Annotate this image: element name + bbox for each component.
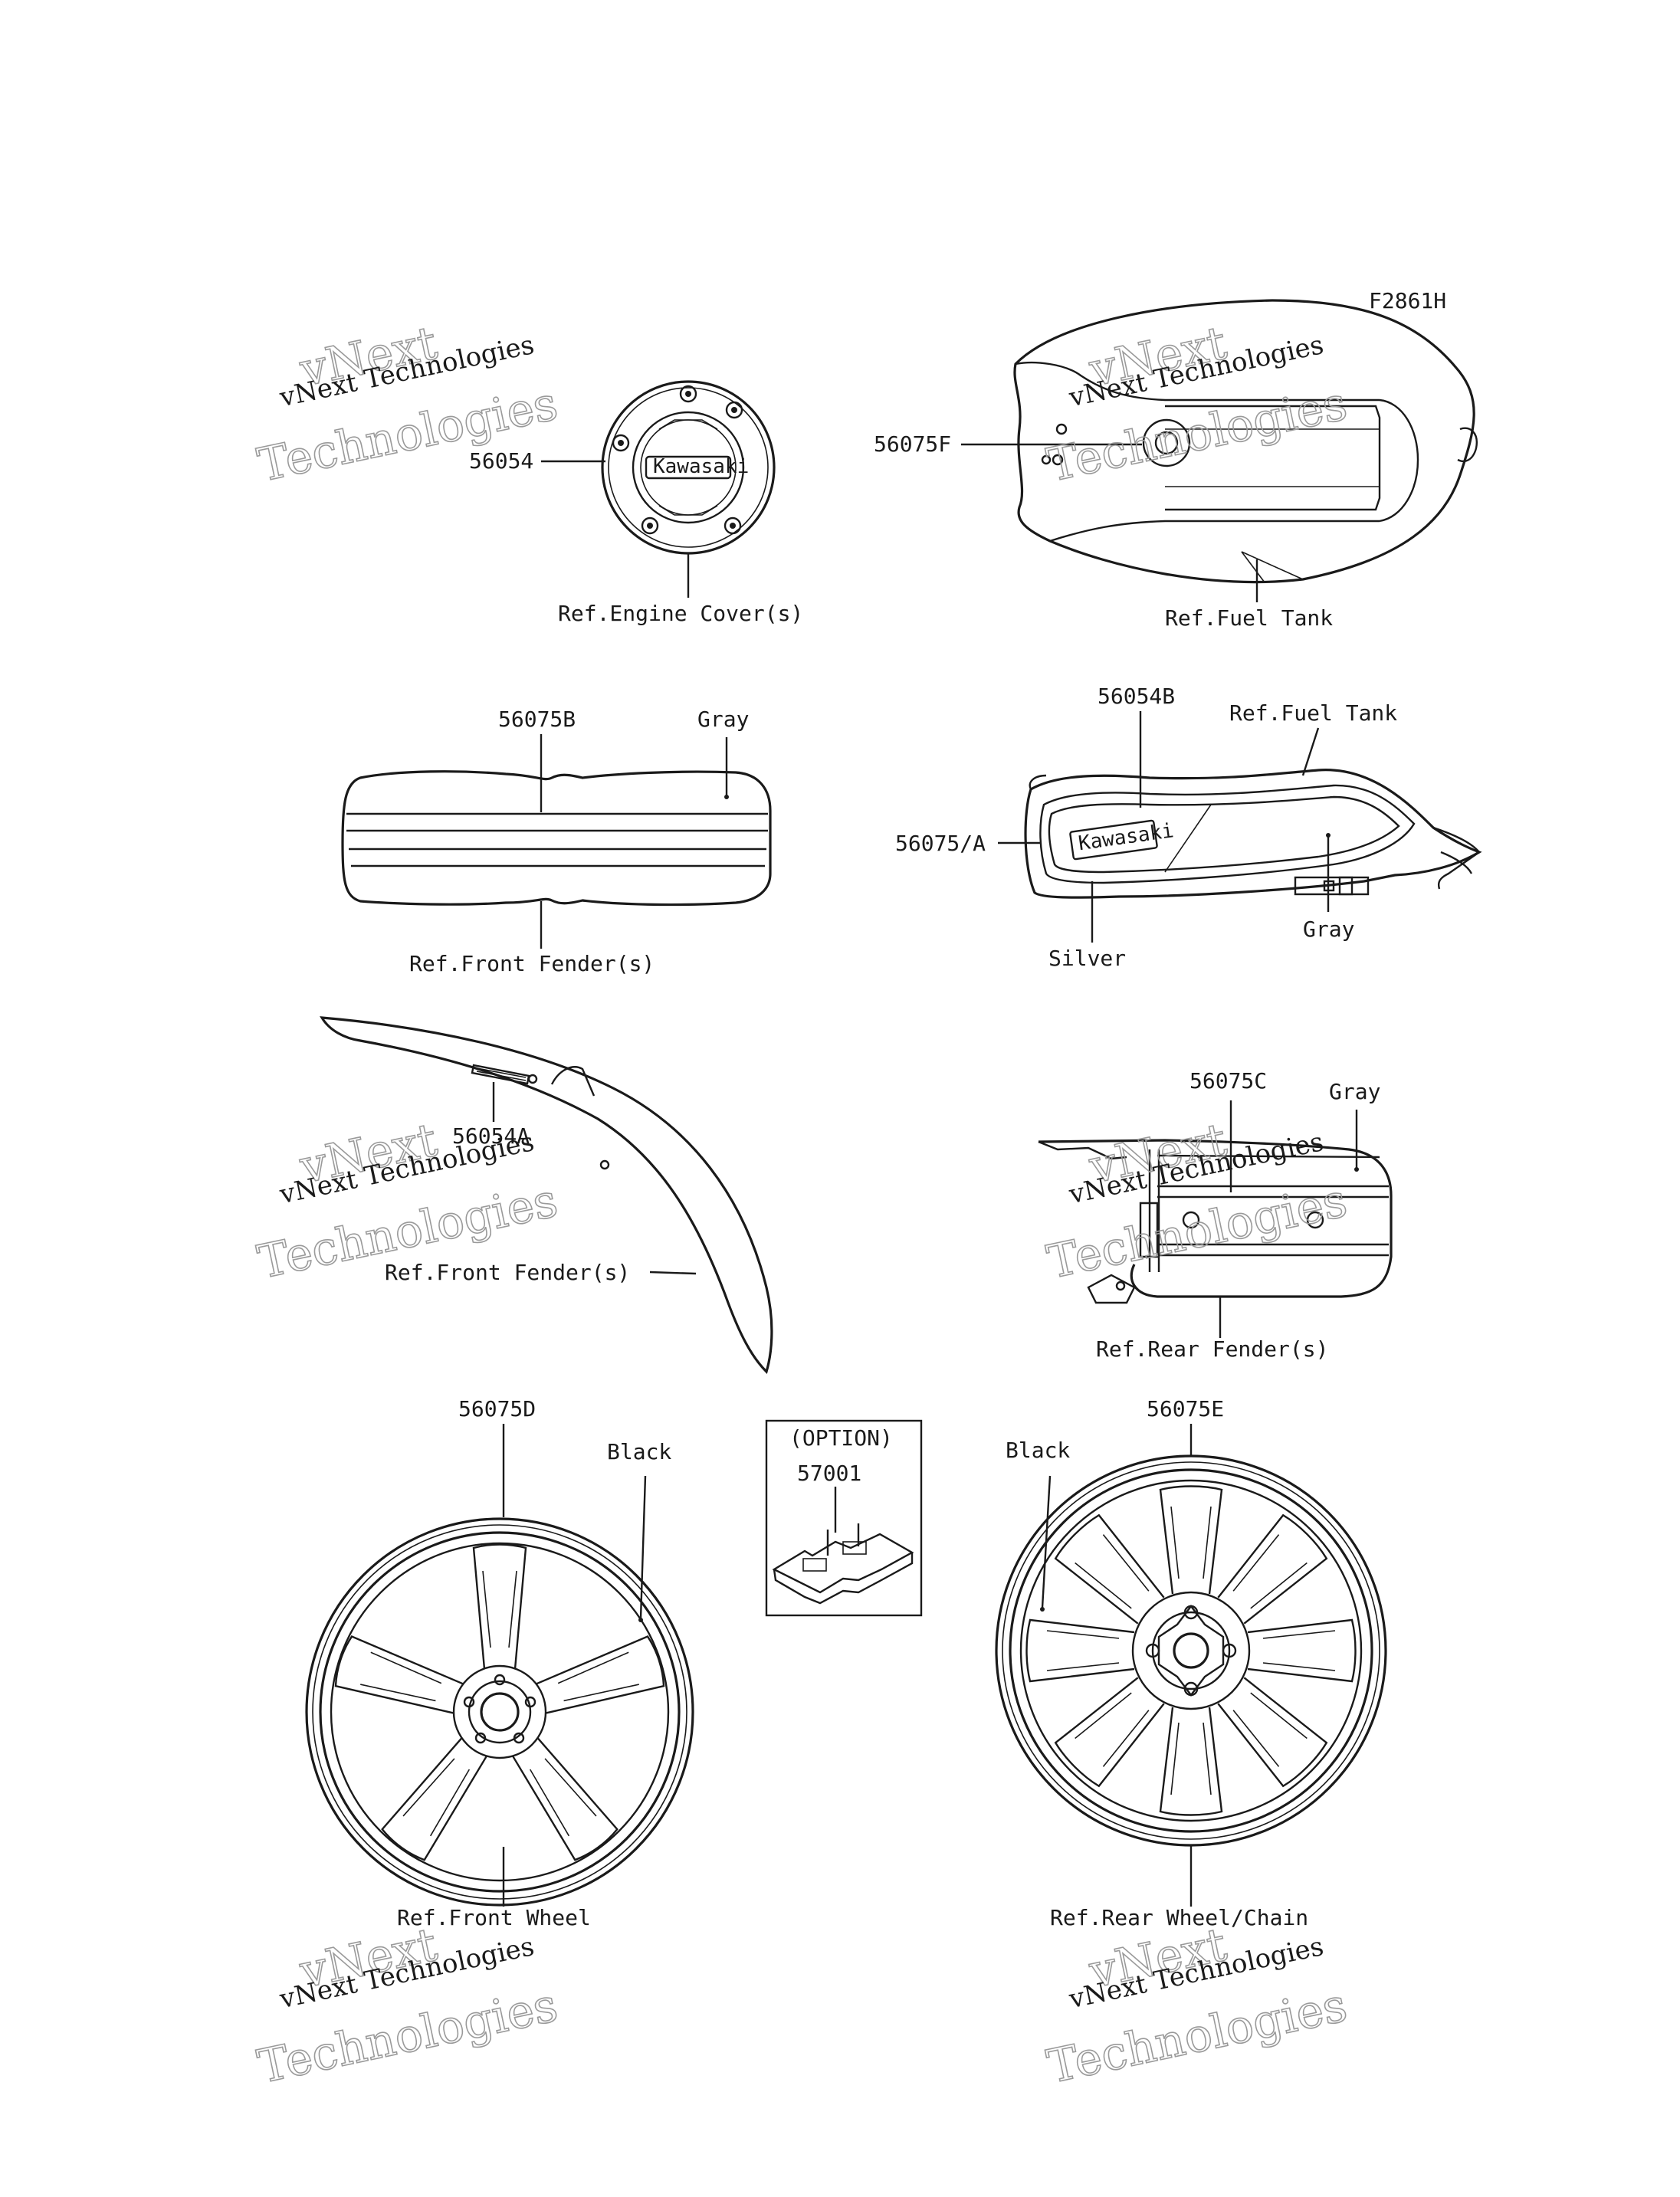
fuel-tank-side-silver-label: Silver [1048, 946, 1126, 971]
rear-wheel-ref-label: Ref.Rear Wheel/Chain [1050, 1905, 1308, 1930]
front-fender-top-color-label: Gray [697, 707, 749, 732]
watermark-mid-right: vNext vNext Technologies Technologies [1042, 1113, 1353, 1290]
rear-wheel-part-label: 56075E [1147, 1396, 1224, 1421]
front-wheel-ref-label: Ref.Front Wheel [397, 1905, 591, 1930]
front-fender-top-part-label: 56075B [498, 707, 576, 732]
watermark-top-right: vNext vNext Technologies Technologies [1042, 316, 1353, 494]
engine-cover-part-label: 56054 [469, 448, 533, 474]
fuel-tank-side-ref-label: Ref.Fuel Tank [1229, 700, 1397, 726]
front-fender-side-ref-label: Ref.Front Fender(s) [385, 1260, 630, 1285]
front-wheel-illustration [305, 1517, 694, 1907]
front-fender-top-illustration [341, 770, 772, 907]
option-part-label: 57001 [797, 1461, 861, 1486]
fuel-tank-side-part2-label: 56075/A [895, 831, 986, 856]
front-wheel-color-label: Black [607, 1439, 671, 1464]
fuel-tank-side-illustration: Kawasaki [1024, 769, 1482, 899]
fuel-tank-side-gray-label: Gray [1303, 917, 1354, 942]
fuel-tank-side-part-label: 56054B [1098, 684, 1175, 709]
front-fender-side-part-label: 56054A [452, 1123, 530, 1149]
rear-wheel-illustration [995, 1454, 1387, 1847]
front-wheel-part-label: 56075D [458, 1396, 536, 1421]
front-fender-side-illustration [320, 1016, 773, 1375]
rear-fender-illustration [1038, 1139, 1393, 1304]
option-label: (OPTION) [789, 1425, 893, 1451]
fuel-tank-top-part-label: 56075F [874, 431, 951, 457]
fuel-tank-top-illustration [1013, 299, 1478, 584]
front-fender-top-ref-label: Ref.Front Fender(s) [409, 951, 655, 976]
engine-cover-illustration: Kawasaki [601, 380, 776, 555]
option-box [765, 1419, 923, 1617]
engine-cover-ref-label: Ref.Engine Cover(s) [558, 601, 803, 626]
fuel-tank-top-ref-label: Ref.Fuel Tank [1165, 605, 1333, 631]
figure-code: F2861H [1369, 288, 1446, 313]
engine-cover-logo: Kawasaki [653, 455, 749, 478]
rear-fender-part-label: 56075C [1189, 1068, 1267, 1094]
rear-wheel-color-label: Black [1006, 1438, 1070, 1463]
rear-fender-ref-label: Ref.Rear Fender(s) [1096, 1336, 1328, 1362]
rear-fender-color-label: Gray [1329, 1079, 1380, 1104]
